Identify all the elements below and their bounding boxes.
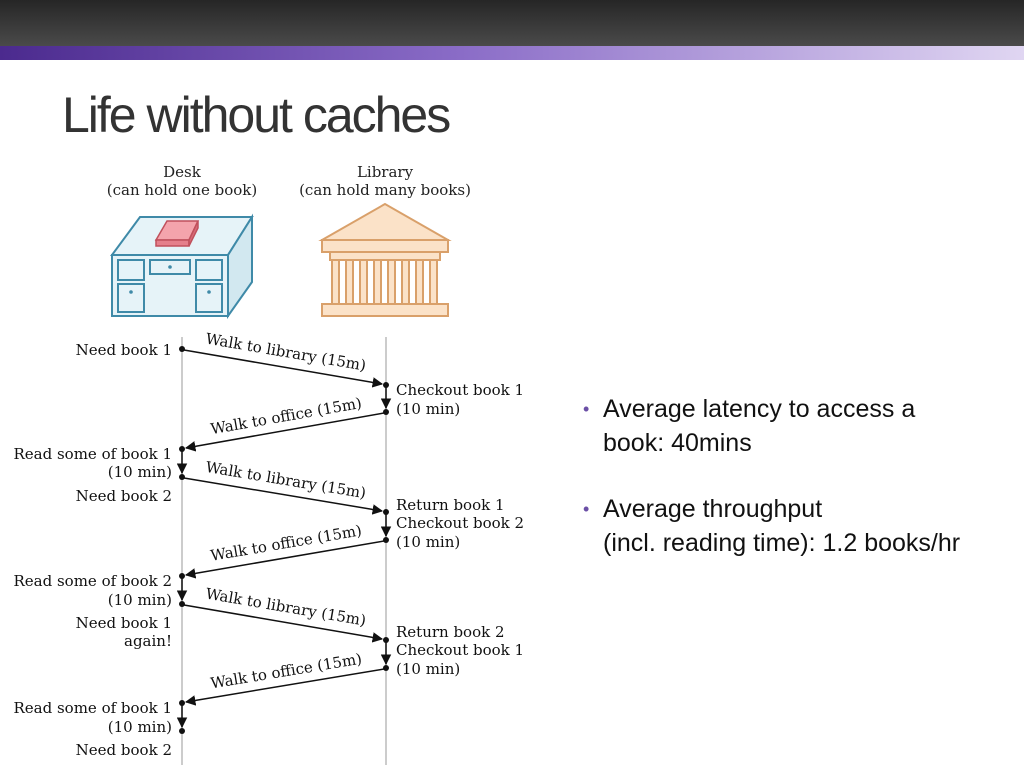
event-dots bbox=[179, 346, 389, 734]
walk-arrow-1 bbox=[183, 349, 384, 388]
office-event-label: Read some of book 2 bbox=[14, 572, 173, 590]
walk-arrow-5 bbox=[183, 604, 384, 643]
accent-stripe bbox=[0, 46, 1024, 60]
travel-arrows bbox=[183, 349, 385, 706]
library-name: Library bbox=[357, 163, 414, 181]
library-timeline-diagram: Desk (can hold one book) Library (can ho… bbox=[14, 163, 524, 765]
walk-arrow-2 bbox=[184, 412, 385, 452]
office-event-label: Need book 2 bbox=[76, 487, 172, 505]
bullet-line: Average latency to access a bbox=[603, 395, 916, 423]
library-event-label: Return book 1 bbox=[396, 496, 505, 514]
library-event-label: (10 min) bbox=[396, 533, 460, 551]
bullet-line: (incl. reading time): 1.2 books/hr bbox=[603, 529, 961, 557]
office-event-label: (10 min) bbox=[108, 463, 172, 481]
bullet-dot-icon: • bbox=[583, 399, 590, 419]
bullet-line: book: 40mins bbox=[603, 429, 752, 457]
office-event-label: Need book 1 bbox=[76, 614, 172, 632]
office-event-label: (10 min) bbox=[108, 591, 172, 609]
office-event-label: Read some of book 1 bbox=[14, 445, 173, 463]
duration-arrows bbox=[176, 387, 392, 729]
desk-caption: (can hold one book) bbox=[107, 181, 257, 199]
bullet-item: • Average throughput (incl. reading time… bbox=[583, 492, 1018, 560]
bullet-list: • Average latency to access a book: 40mi… bbox=[583, 392, 1018, 592]
library-icon bbox=[318, 202, 452, 317]
walk-arrow-3 bbox=[183, 477, 384, 515]
book-icon bbox=[154, 220, 200, 247]
slide-title: Life without caches bbox=[62, 87, 451, 143]
arrow-label: Walk to office (15m) bbox=[209, 394, 363, 438]
bullet-item: • Average latency to access a book: 40mi… bbox=[583, 392, 1018, 460]
bullet-dot-icon: • bbox=[583, 499, 590, 519]
library-event-label: (10 min) bbox=[396, 660, 460, 678]
library-event-label: Return book 2 bbox=[396, 623, 505, 641]
office-event-label: again! bbox=[124, 632, 172, 650]
walk-arrow-4 bbox=[184, 540, 385, 579]
bullet-line: Average throughput bbox=[603, 495, 823, 523]
library-caption: (can hold many books) bbox=[299, 181, 471, 199]
office-event-label: Need book 2 bbox=[76, 741, 172, 759]
top-bar bbox=[0, 0, 1024, 46]
office-event-label: (10 min) bbox=[108, 718, 172, 736]
desk-icon bbox=[110, 213, 254, 320]
office-event-label: Need book 1 bbox=[76, 341, 172, 359]
library-event-label: Checkout book 1 bbox=[396, 381, 524, 399]
library-event-label: Checkout book 2 bbox=[396, 514, 524, 532]
walk-arrow-6 bbox=[184, 668, 385, 706]
office-event-label: Read some of book 1 bbox=[14, 699, 173, 717]
library-event-label: Checkout book 1 bbox=[396, 641, 524, 659]
desk-name: Desk bbox=[163, 163, 202, 181]
library-event-label: (10 min) bbox=[396, 400, 460, 418]
